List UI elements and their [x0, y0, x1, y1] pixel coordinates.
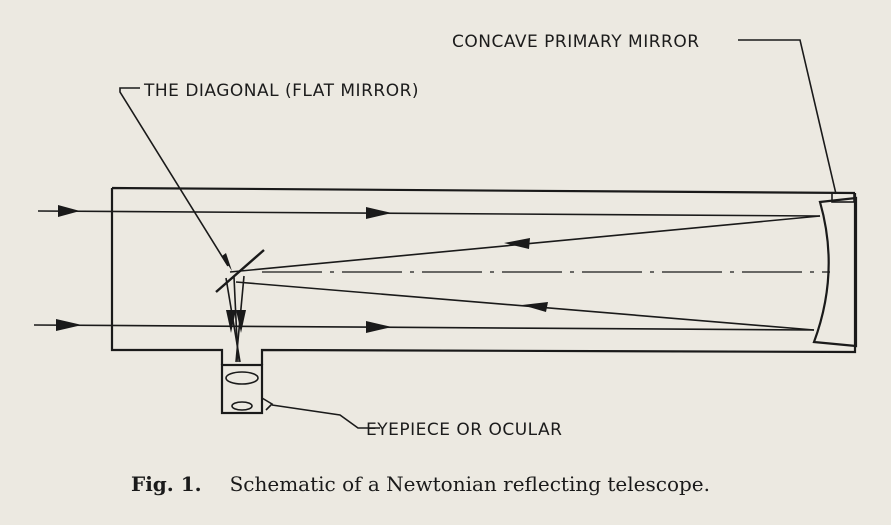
arrow-ray-top-1	[58, 205, 80, 217]
leader-eyepiece	[271, 404, 380, 429]
label-diagonal: THE DIAGONAL (FLAT MIRROR)	[143, 81, 419, 101]
arrow-eyepiece-right	[236, 310, 246, 333]
arrow-eyepiece-left	[226, 310, 236, 333]
arrow-ray-top-2	[366, 207, 392, 219]
leader-primary-mirror	[738, 39, 837, 195]
eyepiece-ray-mid	[233, 276, 239, 363]
primary-mirror-clip	[831, 192, 855, 203]
arrow-ray-bottom-1	[56, 319, 82, 331]
arrow-ray-bottom-2	[366, 321, 392, 333]
arrow-reflected-top	[504, 238, 530, 249]
incoming-ray-top	[37, 210, 821, 217]
eyepiece	[220, 363, 274, 415]
label-primary-mirror: CONCAVE PRIMARY MIRROR	[452, 32, 700, 52]
figure-caption-text: Schematic of a Newtonian reflecting tele…	[229, 472, 711, 496]
arrow-reflected-bottom	[522, 302, 548, 312]
leader-diagonal	[119, 87, 229, 267]
figure-number: Fig. 1.	[131, 472, 202, 496]
incoming-ray-bottom	[33, 324, 815, 331]
telescope-diagram: CONCAVE PRIMARY MIRROR THE DIAGONAL (FLA…	[33, 32, 858, 440]
figure-caption: Fig. 1. Schematic of a Newtonian reflecti…	[131, 472, 710, 496]
primary-mirror	[812, 196, 858, 348]
reflected-ray-bottom	[235, 281, 815, 331]
arrow-leader-diagonal	[222, 253, 232, 271]
label-eyepiece: EYEPIECE OR OCULAR	[366, 420, 562, 440]
